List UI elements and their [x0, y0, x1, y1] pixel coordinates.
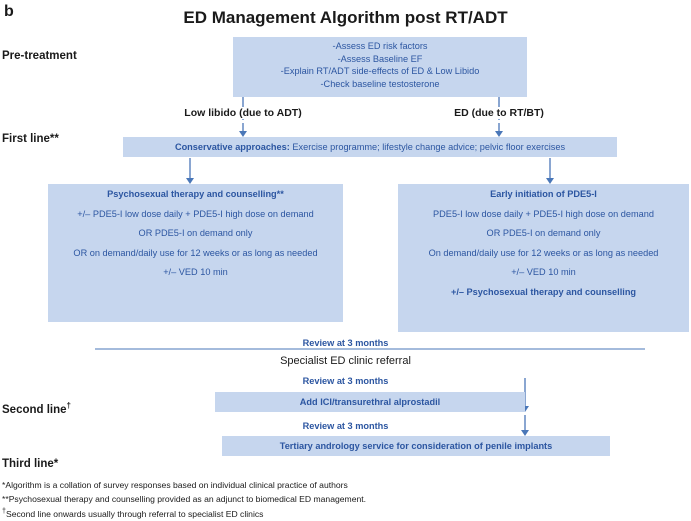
third-line-box: Tertiary andrology service for considera…	[222, 436, 610, 456]
right-box-heading: Early initiation of PDE5-I	[490, 189, 597, 199]
right-therapy-box: Early initiation of PDE5-I PDE5-I low do…	[398, 184, 689, 332]
pretreatment-box: -Assess ED risk factors -Assess Baseline…	[233, 37, 527, 97]
left-box-line: +/– VED 10 min	[163, 267, 228, 277]
label-second-line: Second line†	[2, 401, 71, 416]
first-line-box: Conservative approaches: Exercise progra…	[123, 137, 617, 157]
label-pretreatment: Pre-treatment	[2, 50, 77, 62]
footnote-2: **Psychosexual therapy and counselling p…	[2, 494, 367, 504]
branch-ed: ED (due to RT/BT)	[432, 107, 566, 119]
left-box-line: +/– PDE5-I low dose daily + PDE5-I high …	[77, 208, 314, 219]
pretreatment-item: -Check baseline testosterone	[320, 78, 440, 89]
right-box-line: +/– VED 10 min	[511, 267, 576, 277]
right-box-line: OR PDE5-I on demand only	[486, 228, 601, 238]
first-line-text: Exercise programme; lifestyle change adv…	[289, 142, 566, 152]
review-text-1: Review at 3 months	[302, 338, 389, 348]
label-first-line: First line**	[2, 133, 59, 145]
label-second-line-text: Second line	[2, 403, 67, 416]
left-box-heading: Psychosexual therapy and counselling**	[107, 189, 284, 199]
right-box-footer: +/– Psychosexual therapy and counselling	[450, 286, 637, 297]
branch-low-libido: Low libido (due to ADT)	[168, 107, 318, 119]
review-text-2: Review at 3 months	[302, 376, 389, 386]
footnote-3: †Second line onwards usually through ref…	[2, 507, 263, 519]
pretreatment-item: -Assess Baseline EF	[337, 53, 423, 64]
arrowhead	[546, 178, 554, 184]
review-text-3: Review at 3 months	[302, 421, 389, 431]
footnote-dagger: †	[2, 507, 6, 515]
arrowhead	[521, 430, 529, 436]
diagram-title: ED Management Algorithm post RT/ADT	[183, 8, 508, 27]
footnote-1: *Algorithm is a collation of survey resp…	[2, 480, 348, 490]
left-box-line: OR on demand/daily use for 12 weeks or a…	[73, 247, 318, 258]
left-box-line: OR PDE5-I on demand only	[138, 228, 253, 238]
arrowhead	[186, 178, 194, 184]
label-second-line-dagger: †	[66, 401, 71, 410]
arrowhead	[239, 131, 247, 137]
footnote-3-text: Second line onwards usually through refe…	[5, 508, 264, 519]
referral-text: Specialist ED clinic referral	[280, 355, 411, 367]
arrowhead	[495, 131, 503, 137]
right-box-line: PDE5-I low dose daily + PDE5-I high dose…	[433, 208, 654, 219]
pretreatment-item: -Explain RT/ADT side-effects of ED & Low…	[280, 66, 480, 76]
right-box-line: On demand/daily use for 12 weeks or as l…	[428, 247, 659, 258]
left-therapy-box: Psychosexual therapy and counselling** +…	[48, 184, 343, 322]
label-third-line: Third line*	[2, 458, 59, 470]
panel-letter: b	[4, 3, 14, 20]
pretreatment-item: -Assess ED risk factors	[332, 41, 428, 51]
second-line-box: Add ICI/transurethral alprostadil	[215, 392, 525, 412]
first-line-bold: Conservative approaches:	[174, 142, 290, 152]
